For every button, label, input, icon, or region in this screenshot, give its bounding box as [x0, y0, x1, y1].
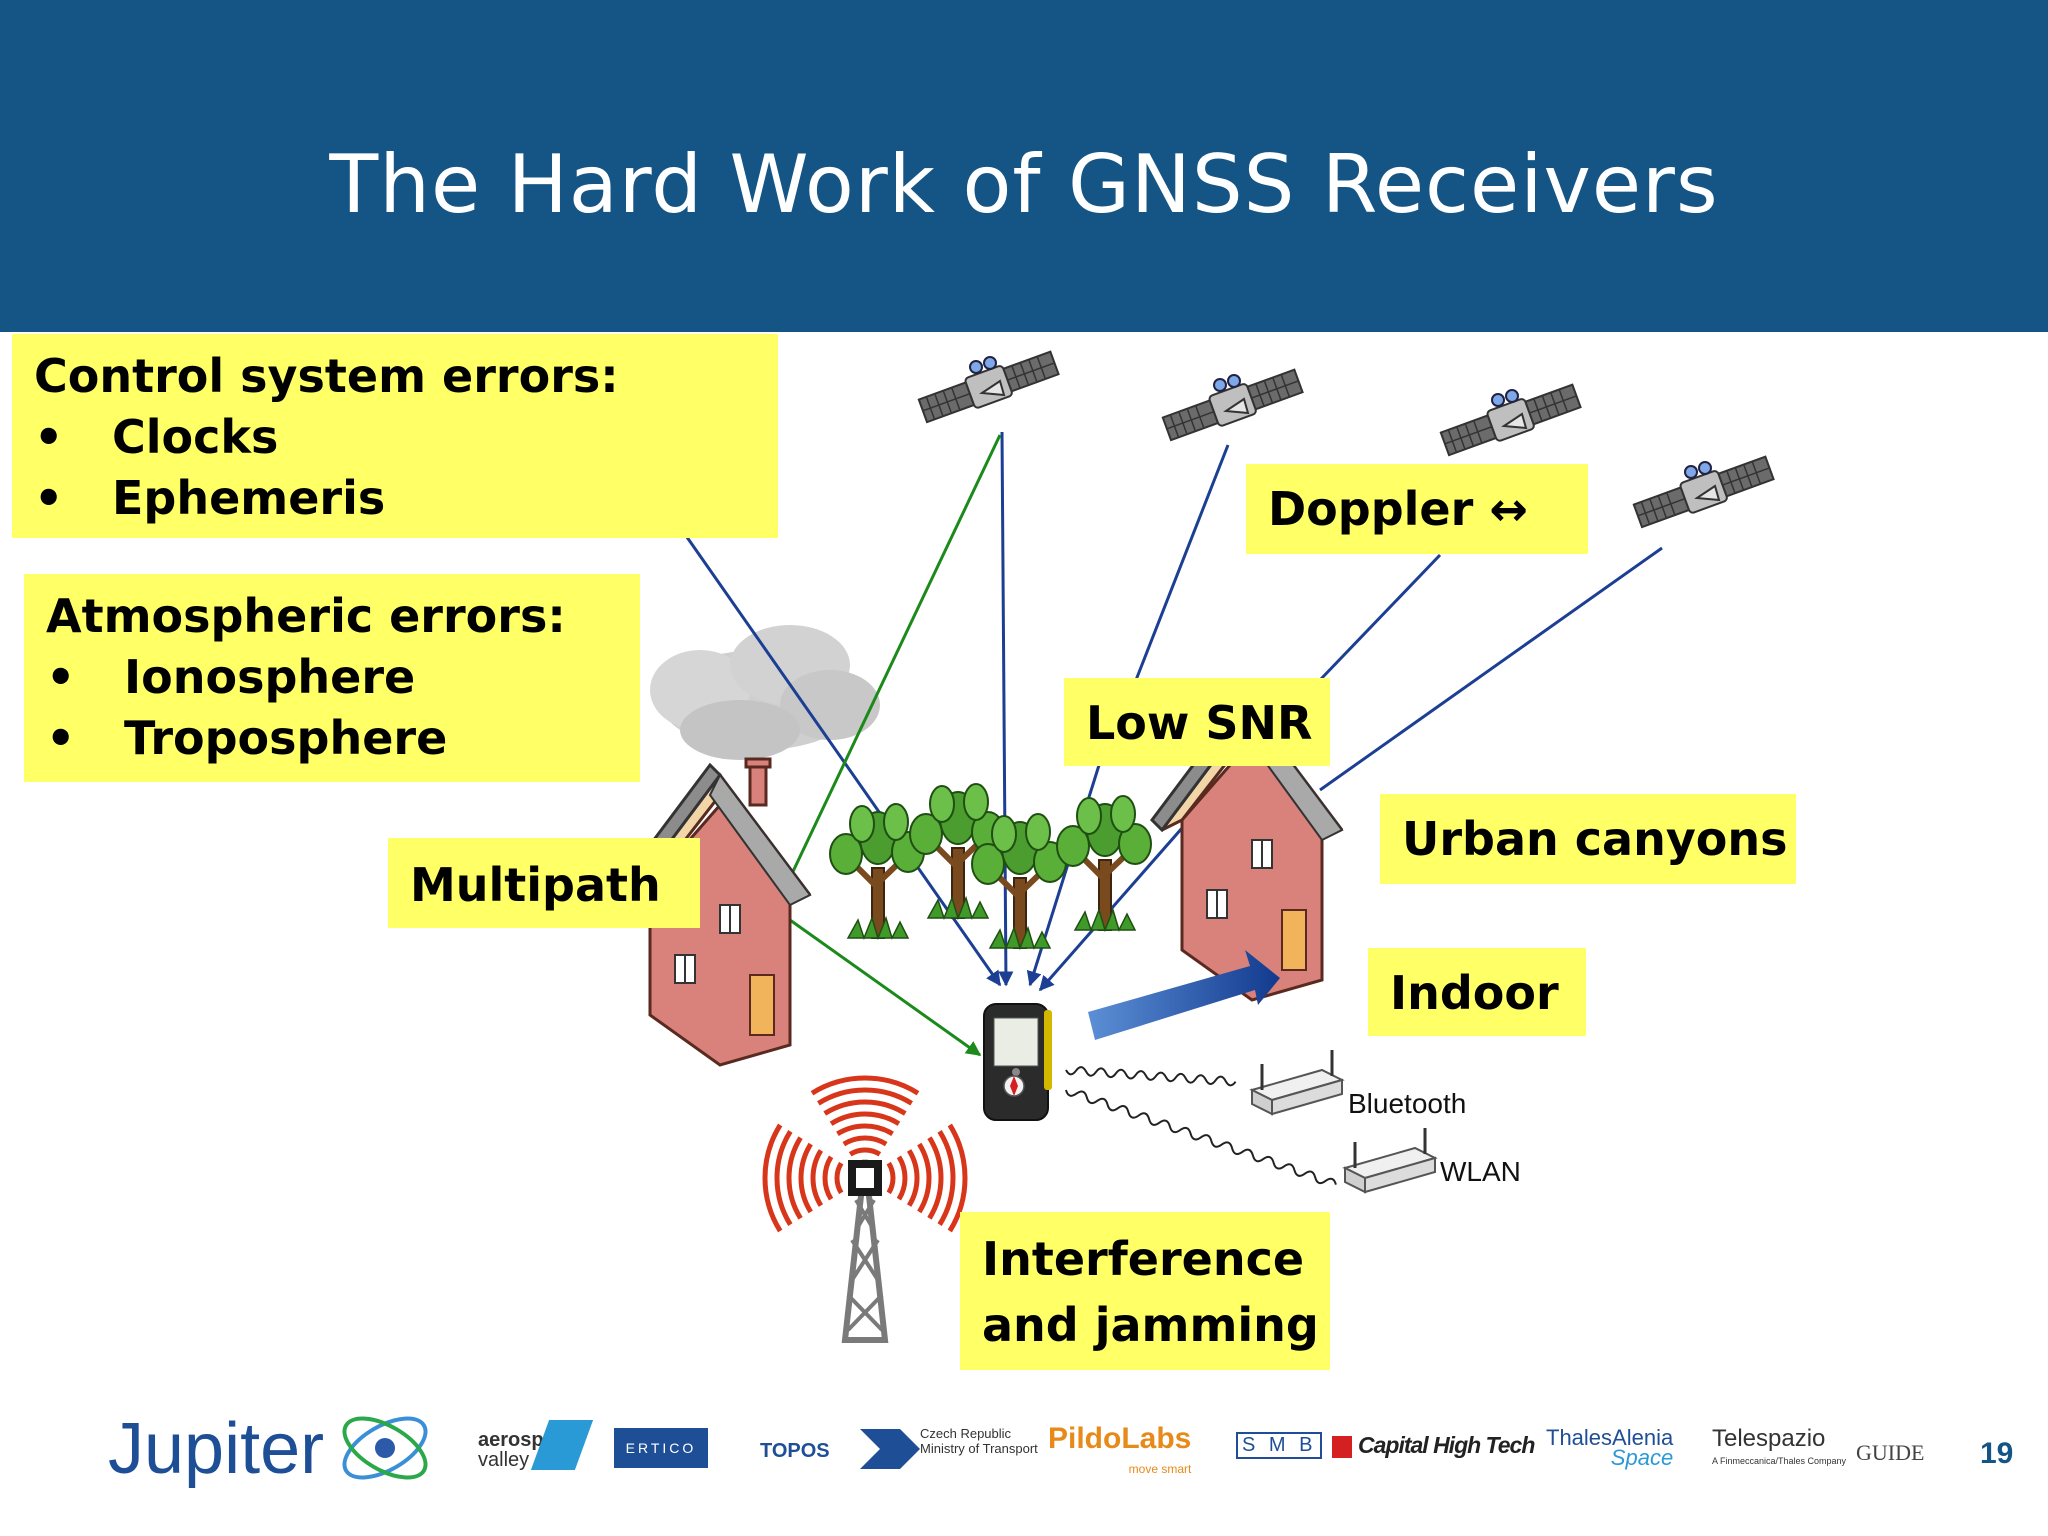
low-snr-label: Low SNR	[1086, 696, 1313, 750]
bluetooth-label: Bluetooth	[1348, 1088, 1467, 1119]
tower-emission-arc	[886, 1161, 896, 1195]
multipath-lines	[768, 434, 1002, 1057]
atmospheric-errors-box: Atmospheric errors: • Ionosphere • Tropo…	[24, 574, 640, 782]
router-icon	[1343, 1126, 1437, 1194]
ministry-text: Ministry of Transport	[920, 1441, 1038, 1456]
tower-emission-arc	[786, 1136, 803, 1220]
topos-text: TOPOS	[760, 1440, 830, 1462]
tower-emission-arc	[836, 1123, 894, 1137]
tower-emission-arc	[842, 1135, 888, 1147]
bullet: •	[34, 410, 64, 464]
tower-emission-arc	[810, 1149, 824, 1207]
title-bar	[0, 0, 2048, 332]
interference-line-2: and jamming	[982, 1298, 1319, 1352]
low-snr-box: Low SNR	[1064, 678, 1330, 766]
jupiter-logo-text: Jupiter	[108, 1409, 325, 1489]
topos-logo: TOPOS	[760, 1440, 830, 1463]
thales-space-text: Space	[1610, 1445, 1674, 1470]
atmospheric-item-troposphere: Troposphere	[124, 711, 448, 765]
tower-emission-arc	[798, 1142, 813, 1214]
satellite-icon	[1161, 368, 1304, 442]
indoor-label: Indoor	[1390, 966, 1559, 1020]
tower-emission-arc	[947, 1123, 968, 1233]
smb-logo: S M B	[1236, 1432, 1323, 1459]
radio-tower-icon	[762, 1075, 968, 1343]
guide-text: GUIDE	[1856, 1440, 1925, 1465]
czech-ministry-logo: Czech Republic Ministry of Transport	[920, 1426, 1038, 1456]
capital-high-tech-square	[1332, 1436, 1352, 1458]
satellite-icon	[1632, 455, 1775, 529]
tower-emission-arc	[810, 1075, 920, 1096]
control-item-ephemeris: Ephemeris	[112, 471, 386, 525]
capital-high-tech-logo: Capital High Tech	[1358, 1432, 1535, 1459]
bullet: •	[46, 711, 76, 765]
tower-emission-arc	[937, 1130, 956, 1226]
ertico-text: ERTICO	[625, 1440, 697, 1456]
tower-emission-arc	[834, 1161, 844, 1195]
capital-high-tech-text: Capital High Tech	[1358, 1432, 1535, 1458]
gps-device-icon	[983, 1003, 1052, 1121]
page-number: 19	[1980, 1437, 2014, 1470]
indoor-box: Indoor	[1368, 948, 1586, 1036]
tower-emission-arc	[927, 1136, 944, 1220]
jupiter-logo: Jupiter	[108, 1408, 324, 1490]
pildolabs-logo: PildoLabs move smart	[1048, 1424, 1191, 1484]
bullet: •	[34, 471, 64, 525]
tower-emission-arc	[822, 1155, 834, 1201]
tree-icon	[1057, 796, 1151, 930]
tower-emission-arc	[917, 1142, 932, 1214]
doppler-label: Doppler ↔	[1268, 482, 1528, 536]
tower-emission-arc	[829, 1111, 901, 1126]
interference-line-1: Interference	[982, 1232, 1305, 1286]
guide-logo: GUIDE	[1856, 1440, 1924, 1466]
pildolabs-text: PildoLabs	[1048, 1422, 1192, 1455]
tower-emission-arc	[762, 1123, 783, 1233]
satellite-icon	[917, 350, 1060, 424]
atmospheric-item-ionosphere: Ionosphere	[124, 650, 416, 704]
czech-ministry-icon	[860, 1429, 920, 1469]
multipath-label: Multipath	[410, 858, 661, 912]
interference-box: Interference and jamming	[960, 1212, 1330, 1370]
tower-emission-arc	[848, 1147, 882, 1157]
czech-republic-text: Czech Republic	[920, 1426, 1012, 1441]
control-heading: Control system errors:	[34, 349, 619, 403]
valley-text: valley	[478, 1449, 530, 1471]
urban-canyons-label: Urban canyons	[1402, 812, 1788, 866]
telespazio-text: Telespazio	[1712, 1425, 1826, 1452]
doppler-box: Doppler ↔	[1246, 464, 1588, 554]
ertico-logo: ERTICO	[614, 1428, 708, 1468]
satellite-icon	[1439, 383, 1582, 457]
multipath-box: Multipath	[388, 838, 700, 928]
telespazio-logo: Telespazio A Finmeccanica/Thales Company	[1712, 1425, 1847, 1472]
thales-alenia-logo: ThalesAlenia Space	[1546, 1425, 1674, 1470]
tower-emission-arc	[774, 1130, 793, 1226]
control-item-clocks: Clocks	[112, 410, 279, 464]
tower-emission-arc	[817, 1087, 913, 1106]
slide-title: The Hard Work of GNSS Receivers	[329, 138, 1719, 231]
thales-alenia-text: ThalesAlenia	[1546, 1425, 1674, 1450]
tower-emission-arc	[823, 1099, 907, 1116]
interference-waves	[1065, 1066, 1337, 1185]
control-system-errors-box: Control system errors: • Clocks • Epheme…	[12, 334, 778, 538]
telespazio-tagline: A Finmeccanica/Thales Company	[1712, 1456, 1847, 1466]
smb-text: S M B	[1242, 1434, 1317, 1456]
jupiter-orbit-icon	[342, 1416, 428, 1480]
router-icon	[1250, 1048, 1344, 1116]
tower-emission-arc	[906, 1149, 920, 1207]
wlan-label: WLAN	[1440, 1156, 1521, 1187]
tower-emission-arc	[896, 1155, 908, 1201]
urban-canyons-box: Urban canyons	[1380, 794, 1796, 884]
tree-icon	[830, 804, 924, 938]
pildolabs-tagline: move smart	[1128, 1462, 1192, 1476]
atmospheric-heading: Atmospheric errors:	[46, 589, 566, 643]
cloud-icon	[650, 625, 880, 760]
bullet: •	[46, 650, 76, 704]
indoor-arrow	[1088, 950, 1280, 1040]
